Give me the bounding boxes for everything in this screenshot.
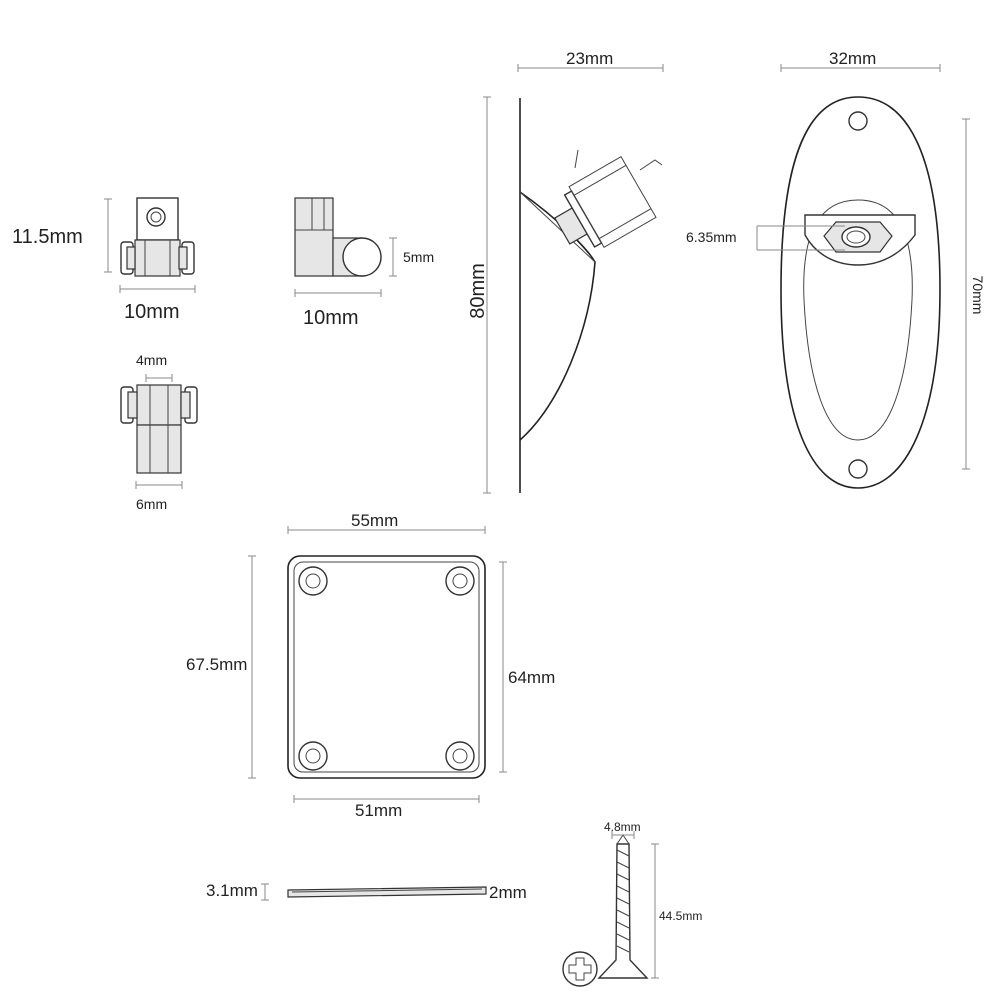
- dim-side-width: [294, 289, 382, 297]
- dim-bottom-width: [135, 481, 183, 489]
- dim-screw-length: [651, 843, 659, 979]
- dim-neckplate-inner-width: [293, 795, 480, 803]
- label-neckplate-inner-width: 51mm: [355, 801, 403, 820]
- label-thickness-outer: 3.1mm: [206, 881, 258, 900]
- label-screw-diameter: 4.8mm: [604, 820, 641, 834]
- dim-jack-height: [483, 96, 491, 494]
- neck-plate: [287, 555, 486, 779]
- saddle-top-view: [120, 384, 198, 474]
- dim-jack-hole: [756, 225, 845, 251]
- neck-plate-edge: [287, 886, 487, 898]
- dim-neckplate-inner-height: [499, 561, 507, 773]
- dim-thickness: [261, 883, 269, 901]
- dim-neckplate-outer-height: [248, 555, 256, 779]
- screw-head-top: [562, 951, 598, 987]
- label-screw-length: 44.5mm: [659, 909, 703, 923]
- label-jack-depth: 23mm: [566, 49, 614, 68]
- label-top-width: 4mm: [136, 352, 168, 368]
- label-plate-height: 70mm: [970, 275, 986, 315]
- dim-plate-width: [780, 64, 941, 72]
- label-neckplate-outer-height: 67.5mm: [186, 655, 248, 674]
- dim-saddle-width: [119, 285, 196, 293]
- label-saddle-width: 10mm: [124, 301, 180, 323]
- label-neckplate-inner-height: 64mm: [508, 668, 556, 687]
- label-thickness-inner: 2mm: [489, 883, 527, 902]
- saddle-front-view: [120, 197, 195, 277]
- label-neckplate-outer-width: 55mm: [351, 511, 399, 530]
- dim-screw-diameter: [611, 831, 635, 839]
- jack-plate-side-view: [519, 98, 663, 493]
- jack-plate-front-view: [780, 96, 941, 489]
- label-bottom-width: 6mm: [136, 496, 168, 512]
- label-saddle-height: 11.5mm: [12, 226, 83, 248]
- dim-jack-depth: [517, 64, 664, 72]
- screw: [597, 834, 649, 979]
- dim-plate-height: [962, 118, 970, 470]
- label-side-height: 5mm: [403, 249, 435, 265]
- dim-top-width: [145, 374, 173, 382]
- label-side-width: 10mm: [303, 307, 359, 329]
- dim-neckplate-outer-width: [287, 526, 486, 534]
- dim-side-height: [389, 237, 397, 277]
- label-jack-height: 80mm: [467, 263, 489, 319]
- label-plate-width: 32mm: [829, 49, 877, 68]
- saddle-side-view: [294, 197, 382, 277]
- dim-saddle-height: [104, 198, 112, 273]
- label-jack-hole: 6.35mm: [686, 229, 737, 245]
